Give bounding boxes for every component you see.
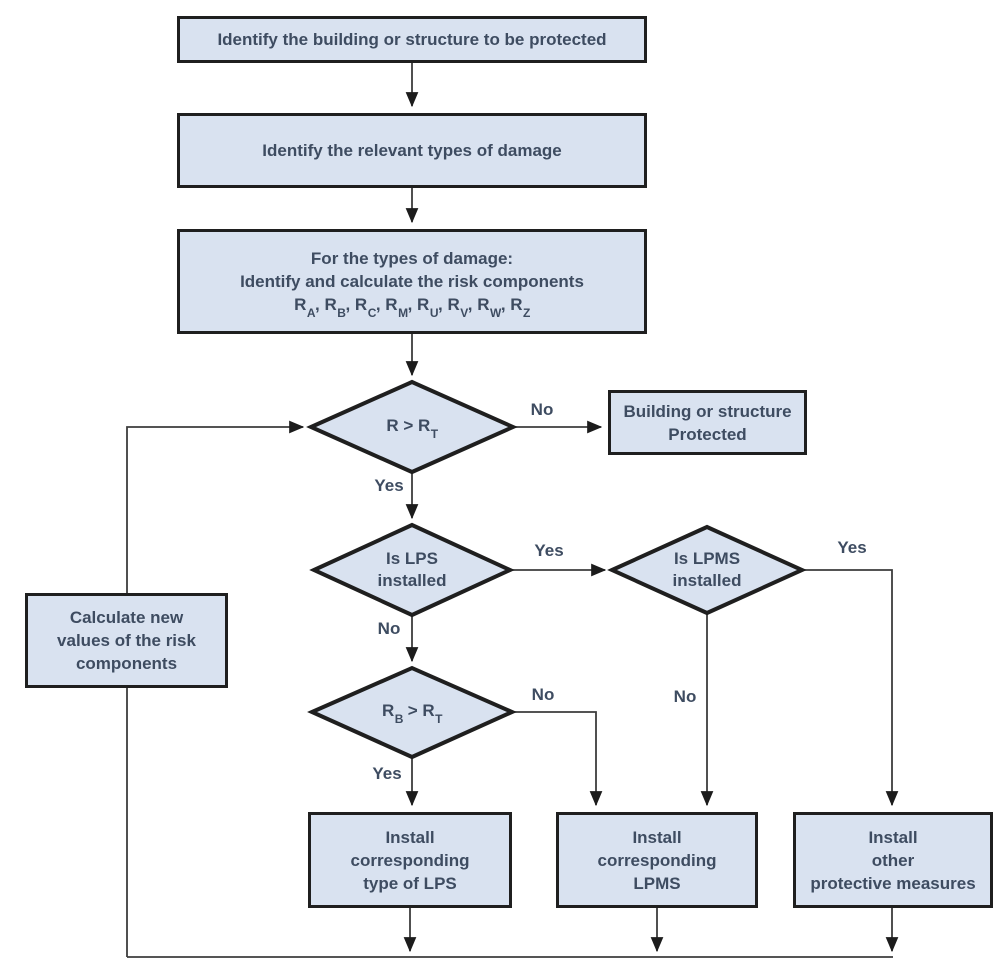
decision-lpms-line1: Is LPMS bbox=[673, 549, 741, 568]
decision-lps-installed-shape bbox=[309, 522, 515, 618]
node-install-lpms-line2: corresponding bbox=[597, 850, 717, 870]
node-calculate-new-values: Calculate new values of the risk compone… bbox=[25, 593, 228, 688]
node-calculate-line2: values of the risk bbox=[57, 631, 196, 650]
connector-lpms-yes-to-install-other bbox=[802, 569, 899, 807]
node-identify-damage: Identify the relevant types of damage bbox=[177, 113, 647, 188]
node-install-other: Install other protective measures bbox=[793, 812, 993, 908]
edge-label-lpms-yes: Yes bbox=[837, 538, 867, 557]
decision-r-gt-rt-shape bbox=[306, 379, 518, 475]
connector-rb-no-to-install-lpms bbox=[508, 711, 603, 807]
node-protected: Building or structure Protected bbox=[608, 390, 807, 455]
node-identify-building: Identify the building or structure to be… bbox=[177, 16, 647, 63]
node-calculate-line1: Calculate new bbox=[69, 608, 184, 627]
decision-lps-line2: installed bbox=[377, 571, 447, 590]
decision-rb-gt-rt-shape bbox=[307, 665, 517, 760]
edge-label-r-yes: Yes bbox=[374, 476, 404, 495]
edge-label-r-no: No bbox=[530, 400, 554, 419]
node-install-lps-line2: corresponding bbox=[350, 850, 470, 870]
edge-label-rb-yes: Yes bbox=[372, 764, 402, 783]
node-protected-line2: Protected bbox=[668, 424, 747, 444]
edge-label-lpms-no: No bbox=[673, 687, 697, 706]
decision-lpms-line2: installed bbox=[672, 571, 742, 590]
node-install-lpms: Install corresponding LPMS bbox=[556, 812, 758, 908]
node-risk-components-line3: RA, RB, RC, RM, RU, RV, RW, RZ bbox=[294, 295, 531, 321]
node-protected-line1: Building or structure bbox=[623, 401, 792, 421]
decision-r-gt-rt-label: R > RT bbox=[386, 416, 439, 442]
node-identify-damage-text: Identify the relevant types of damage bbox=[262, 141, 562, 160]
node-install-lps-line3: type of LPS bbox=[363, 873, 457, 893]
node-risk-components-line2: Identify and calculate the risk componen… bbox=[240, 272, 584, 291]
connector-calculate-to-decision bbox=[126, 420, 305, 593]
decision-lps-line1: Is LPS bbox=[386, 549, 438, 568]
node-risk-components: For the types of damage: Identify and ca… bbox=[177, 229, 647, 334]
edge-label-lps-yes: Yes bbox=[534, 541, 564, 560]
node-install-lpms-line1: Install bbox=[632, 827, 682, 847]
node-calculate-line3: components bbox=[75, 654, 178, 673]
decision-lpms-installed-shape bbox=[607, 524, 807, 616]
node-install-lps: Install corresponding type of LPS bbox=[308, 812, 512, 908]
decision-lps-installed-label: Is LPS installed bbox=[378, 548, 447, 592]
decision-lpms-installed-label: Is LPMS installed bbox=[673, 548, 742, 592]
node-risk-components-line1: For the types of damage: bbox=[310, 249, 514, 268]
decision-rb-gt-rt-label: RB > RT bbox=[382, 701, 443, 727]
edge-label-rb-no: No bbox=[531, 685, 555, 704]
node-install-lpms-line3: LPMS bbox=[633, 873, 681, 893]
node-install-other-line2: other bbox=[871, 850, 915, 870]
node-install-other-line1: Install bbox=[868, 827, 918, 847]
node-install-lps-line1: Install bbox=[385, 827, 435, 847]
node-identify-building-text: Identify the building or structure to be… bbox=[217, 30, 607, 49]
edge-label-lps-no: No bbox=[377, 619, 401, 638]
node-install-other-line3: protective measures bbox=[810, 873, 976, 893]
